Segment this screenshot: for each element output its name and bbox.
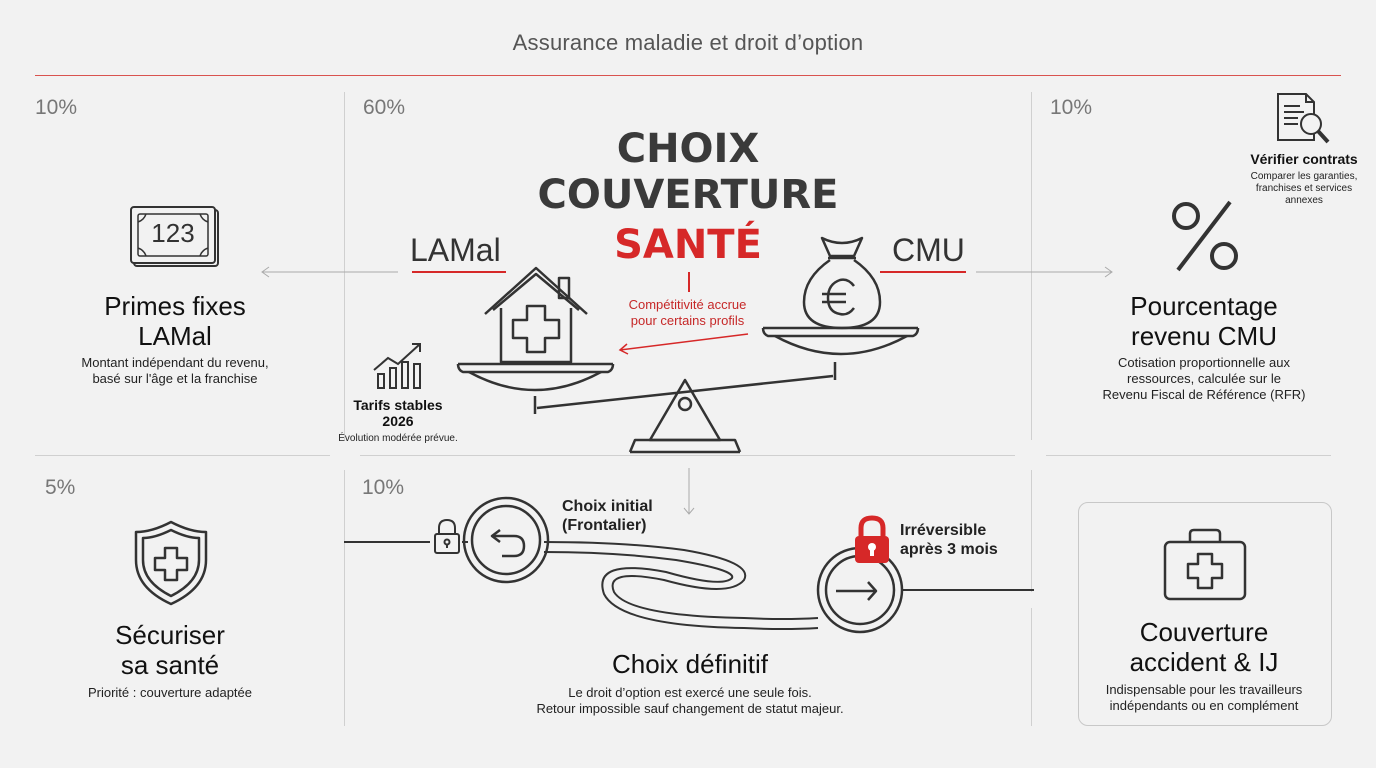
- first-aid-kit-icon: [1163, 528, 1247, 601]
- left-card-description: Montant indépendant du revenu, basé sur …: [81, 355, 269, 386]
- grid-vline: [1031, 470, 1032, 592]
- banknote-icon: 123: [130, 206, 220, 270]
- growth-chart-icon: [373, 343, 421, 389]
- bottom-center-description: Le droit d’option est exercé une seule f…: [536, 685, 844, 716]
- balance-scale-icon: [456, 326, 920, 454]
- right-card-description: Cotisation proportionnelle aux ressource…: [1102, 355, 1306, 402]
- down-arrow-connector: [683, 468, 695, 515]
- verify-contracts-description: Comparer les garanties, franchises et se…: [1250, 171, 1358, 206]
- percentage-bottom-center: 10%: [362, 476, 405, 499]
- grid-vline: [1031, 608, 1032, 726]
- step-irreversible: Irréversible après 3 mois: [900, 522, 998, 558]
- step-initial-choice: Choix initial (Frontalier): [562, 498, 653, 534]
- accident-coverage-card: [1078, 502, 1332, 726]
- undo-arrow-icon: [490, 529, 526, 558]
- page-title: Assurance maladie et droit d’option: [512, 30, 864, 55]
- bottom-right-title: Couverture accident & IJ: [1129, 617, 1279, 677]
- cmu-label: CMU: [892, 232, 965, 268]
- bottom-left-title: Sécuriser sa santé: [115, 620, 225, 680]
- center-title: CHOIX COUVERTURE: [537, 126, 839, 218]
- grid-vline: [1031, 92, 1032, 440]
- forward-arrow-icon: [836, 581, 878, 601]
- percentage-top-left: 10%: [35, 96, 78, 119]
- red-lock-icon: [855, 515, 889, 563]
- percentage-top-right: 10%: [1050, 96, 1093, 119]
- padlock-icon: [434, 518, 460, 554]
- document-search-icon: [1277, 93, 1330, 144]
- verify-contracts-title: Vérifier contrats: [1250, 151, 1358, 167]
- tarifs-description: Évolution modérée prévue.: [338, 433, 458, 444]
- grid-hline: [1046, 455, 1331, 456]
- banknote-digits: 123: [151, 218, 195, 248]
- money-bag-euro-icon: [802, 236, 882, 330]
- grid-hline: [360, 455, 1015, 456]
- cmu-underline: [880, 271, 966, 273]
- red-arrow: [618, 333, 749, 355]
- percent-icon: [1172, 200, 1238, 272]
- grid-vline: [344, 470, 345, 726]
- header-divider: [35, 75, 1341, 76]
- right-arrow-connector: [976, 266, 1113, 278]
- decision-path: [344, 496, 1034, 634]
- red-tick: [688, 272, 690, 292]
- tarifs-title: Tarifs stables 2026: [353, 397, 443, 429]
- grid-hline: [35, 455, 330, 456]
- lamal-underline: [412, 271, 506, 273]
- lamal-label: LAMal: [410, 232, 501, 268]
- bottom-right-description: Indispensable pour les travailleurs indé…: [1105, 682, 1303, 713]
- percentage-bottom-left: 5%: [45, 476, 76, 499]
- percentage-top-center: 60%: [363, 96, 406, 119]
- center-title-highlight: SANTÉ: [614, 222, 762, 268]
- house-medical-icon: [484, 266, 588, 364]
- bottom-center-title: Choix définitif: [611, 649, 769, 679]
- left-arrow-connector: [261, 266, 398, 278]
- right-card-title: Pourcentage revenu CMU: [1130, 291, 1278, 351]
- grid-vline: [344, 92, 345, 440]
- left-card-title: Primes fixes LAMal: [104, 291, 246, 351]
- bottom-left-description: Priorité : couverture adaptée: [87, 685, 253, 700]
- competitiveness-note: Compétitivité accrue pour certains profi…: [628, 297, 747, 328]
- shield-medical-icon: [134, 520, 208, 606]
